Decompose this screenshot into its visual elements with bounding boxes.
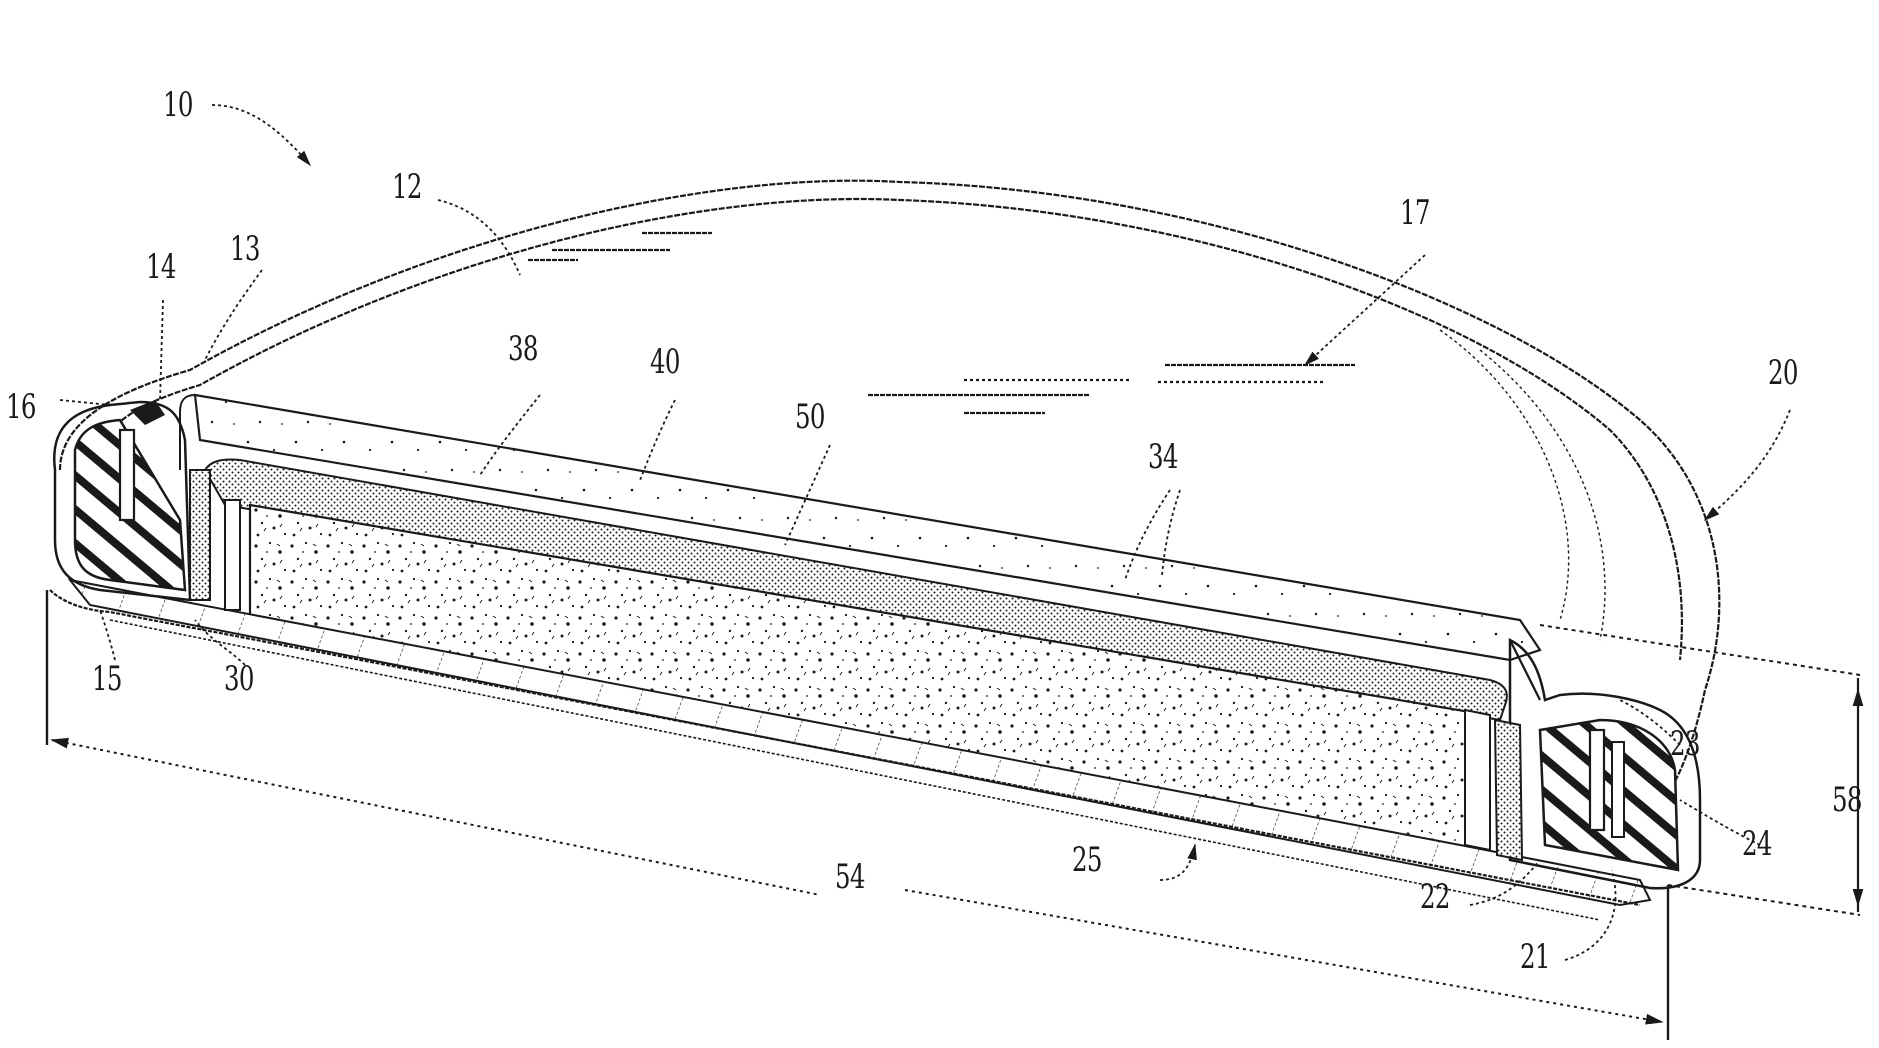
label-25: 25 [1072,840,1102,880]
label-23: 23 [1670,724,1700,764]
label-24: 24 [1742,824,1772,864]
label-17: 17 [1400,193,1430,233]
label-20: 20 [1768,353,1798,393]
label-34: 34 [1148,437,1178,477]
label-13: 13 [230,229,260,269]
label-40: 40 [650,342,680,382]
label-38: 38 [508,329,538,369]
label-14: 14 [146,247,176,287]
label-30: 30 [224,659,254,699]
leader-lines [59,104,1791,961]
left-gasket [53,400,241,611]
label-10: 10 [163,85,193,125]
label-50: 50 [795,397,825,437]
dome-outer [58,179,1721,831]
label-12: 12 [392,167,422,207]
label-15: 15 [92,659,122,699]
cell-body [49,393,1652,921]
label-58: 58 [1832,780,1862,820]
label-22: 22 [1420,877,1450,917]
surface-shine-lines [528,231,1355,415]
dimension-54 [45,590,1670,1040]
right-gasket [1464,637,1702,890]
label-54: 54 [835,857,865,897]
label-16: 16 [6,387,36,427]
label-21: 21 [1520,937,1550,977]
dimension-58 [1539,624,1864,916]
